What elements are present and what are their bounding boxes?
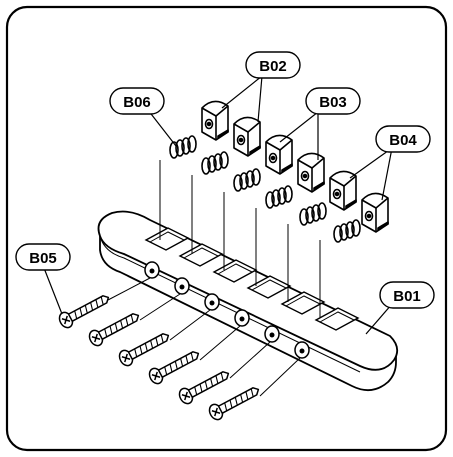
spring-2 <box>201 151 229 175</box>
saddle-4 <box>297 152 325 193</box>
screw-5 <box>178 371 230 405</box>
callout-b05-bubble <box>15 243 71 271</box>
slot-2 <box>178 243 224 267</box>
callout-b06-bubble <box>109 87 165 115</box>
base-plate <box>97 210 399 392</box>
springs <box>169 135 361 243</box>
callout-b02: B02 <box>245 51 301 79</box>
screw-6 <box>208 387 260 421</box>
slot-inner-walls <box>149 231 355 323</box>
callout-b06-label: B06 <box>123 94 151 111</box>
callout-b04: B04 <box>375 125 431 153</box>
saddle-6 <box>361 192 389 233</box>
screws <box>58 295 260 421</box>
saddle-1 <box>201 100 229 141</box>
callout-b02-label: B02 <box>259 58 287 75</box>
callout-b04-bubble <box>375 125 431 153</box>
spring-5 <box>299 202 327 226</box>
slot-5 <box>280 291 326 315</box>
spring-3 <box>233 168 261 192</box>
callout-b06: B06 <box>109 87 165 115</box>
assembly-leader-lines <box>107 160 321 397</box>
callout-b04-label: B04 <box>389 132 417 149</box>
spring-6 <box>333 219 361 243</box>
screw-1 <box>58 295 110 329</box>
screw-4 <box>148 351 200 385</box>
slot-6 <box>314 307 360 331</box>
screw-3 <box>118 333 170 367</box>
callout-b01-label: B01 <box>393 288 421 305</box>
callout-b01: B01 <box>379 281 435 309</box>
callout-leaders <box>43 75 393 335</box>
callout-b05: B05 <box>15 243 71 271</box>
callout-b03-bubble <box>305 87 361 115</box>
saddle-2 <box>233 116 261 157</box>
callout-b03-label: B03 <box>319 94 347 111</box>
spring-1 <box>169 135 197 159</box>
slot-1 <box>144 227 190 251</box>
saddle-3 <box>265 134 293 175</box>
callout-b02-bubble <box>245 51 301 79</box>
saddles <box>201 100 389 233</box>
callout-b05-label: B05 <box>29 250 57 267</box>
callout-b03: B03 <box>305 87 361 115</box>
screw-2 <box>88 313 140 347</box>
slot-4 <box>246 275 292 299</box>
callout-b01-bubble <box>379 281 435 309</box>
saddle-5 <box>329 170 357 211</box>
spring-4 <box>265 185 293 209</box>
